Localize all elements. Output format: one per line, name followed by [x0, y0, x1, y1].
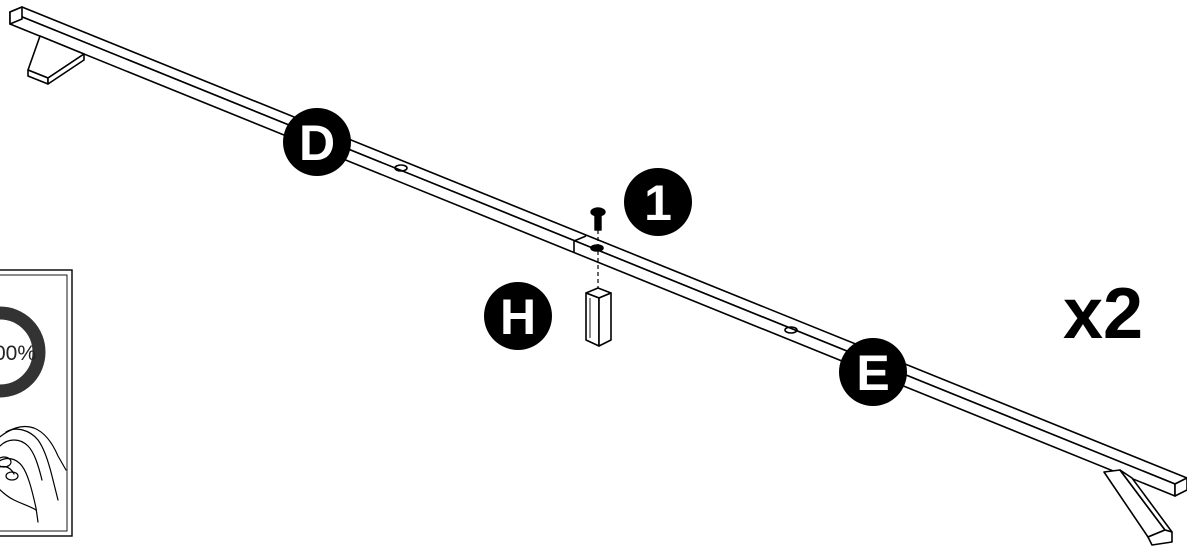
- left-foot-bracket: [27, 35, 85, 85]
- label-e-badge: E: [839, 338, 907, 406]
- rail-hole: [590, 244, 604, 252]
- tighten-inset: 00%: [0, 269, 73, 537]
- hand-pressing-icon: [0, 425, 67, 523]
- label-h-text: H: [500, 289, 536, 345]
- progress-ring: [0, 306, 46, 398]
- rail-end-cap-left: [9, 6, 23, 25]
- label-d-badge: D: [283, 108, 351, 176]
- rail-hole: [394, 164, 408, 172]
- step-1-badge: 1: [624, 168, 692, 236]
- label-h-badge: H: [484, 282, 552, 350]
- right-foot-bracket: [1103, 469, 1173, 546]
- rail-joint-seam: [573, 235, 587, 242]
- rail-hole: [784, 326, 798, 334]
- screw-icon: [590, 207, 606, 288]
- label-e-text: E: [856, 345, 889, 401]
- inset-frame-inner: [0, 274, 68, 532]
- label-d-text: D: [299, 115, 335, 171]
- leg-insert: [585, 287, 612, 347]
- progress-percent-text: 00%: [0, 342, 36, 365]
- step-1-text: 1: [644, 175, 672, 231]
- rail-front-face: [9, 11, 1176, 497]
- quantity-label: x2: [1063, 274, 1143, 354]
- rail-end-cap: [1174, 477, 1187, 497]
